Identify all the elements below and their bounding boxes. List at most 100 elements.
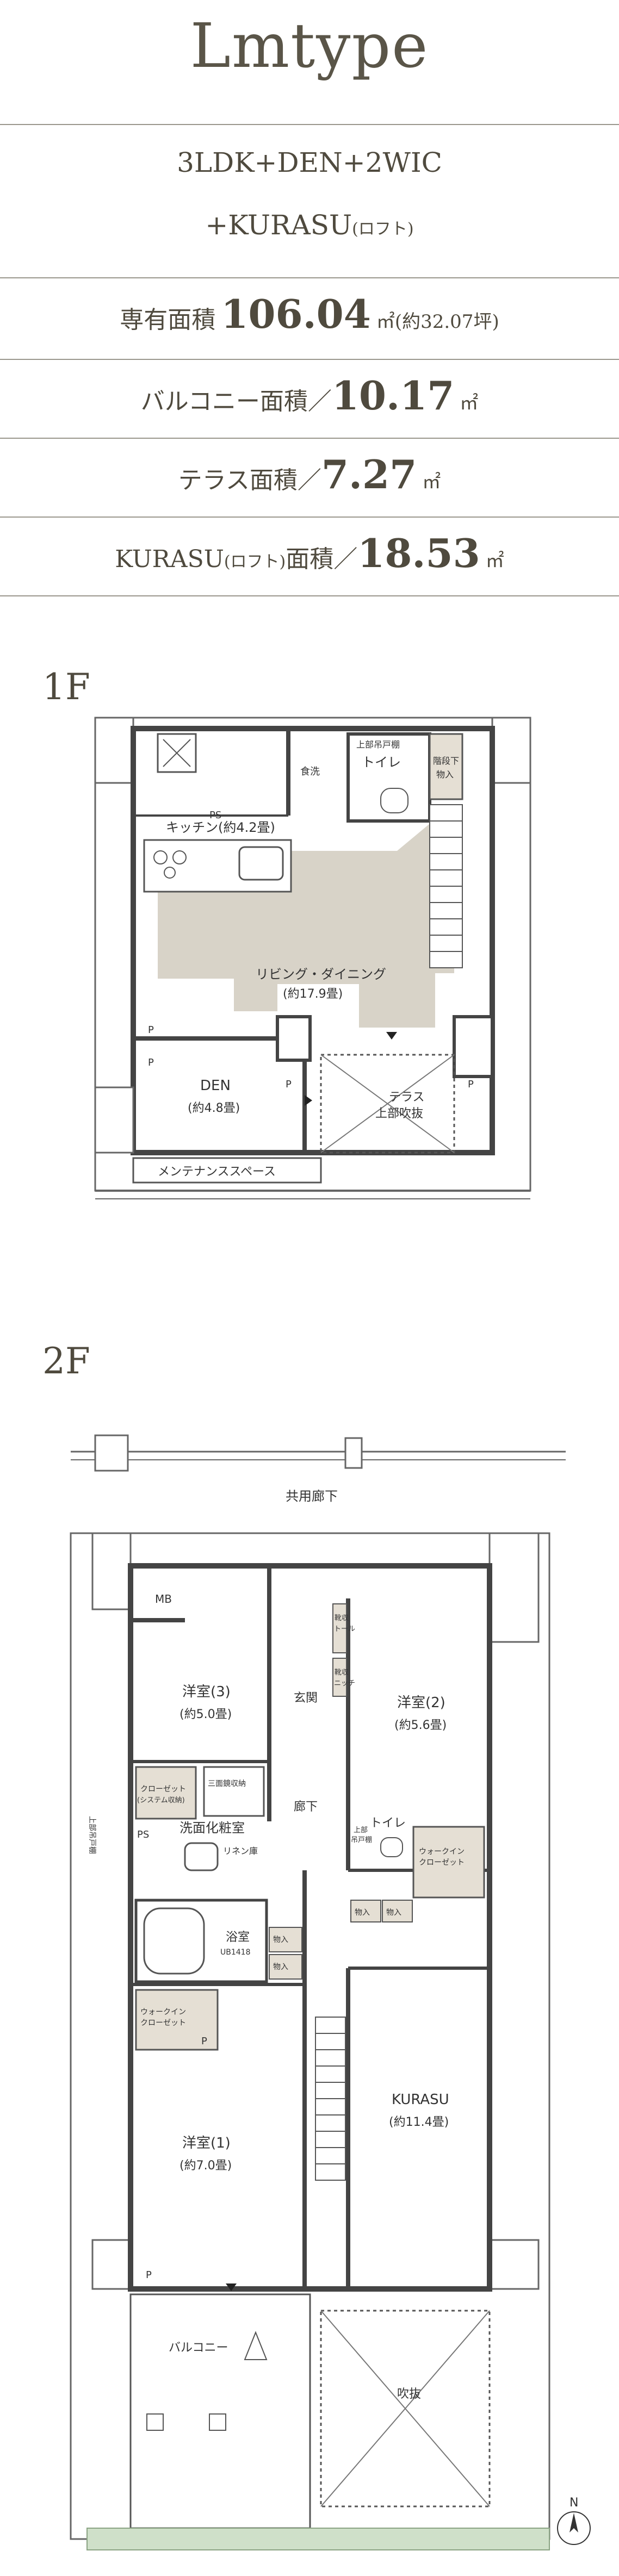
wic-1-label: ウォークイン	[140, 2008, 186, 2017]
shoe-storage-niche-label: ニッチ	[334, 1679, 355, 1688]
kurasu-area-value: 18.53	[357, 530, 480, 576]
wic-closet-label: クローゼット	[419, 1858, 465, 1867]
terrace-area-value: 7.27	[321, 451, 417, 497]
shoe-storage-tall	[332, 1603, 347, 1653]
balcony-drain	[209, 2413, 226, 2431]
p-label: P	[146, 2269, 152, 2281]
divider	[0, 517, 619, 518]
layout-type-kurasu: +KURASU	[205, 209, 352, 241]
column	[91, 2239, 132, 2290]
column	[491, 717, 531, 784]
toilet-label: トイレ	[362, 755, 401, 770]
balcony-area	[129, 2293, 311, 2529]
common-corridor-label: 共用廊下	[286, 1489, 338, 1504]
shelf-side-label: 上部吊戸棚	[88, 1816, 96, 1854]
storage	[382, 1900, 413, 1922]
exclusive-area-value: 106.04	[221, 291, 371, 337]
linen-label: リネン庫	[223, 1846, 258, 1856]
north-label: N	[570, 2496, 578, 2510]
living-dining-floor	[158, 824, 454, 1028]
washroom-label: 洗面化粧室	[179, 1820, 245, 1835]
western-room-2-size: (約5.6畳)	[394, 1719, 447, 1732]
layout-type-line1: 3LDK+DEN+2WIC	[177, 147, 442, 178]
exclusive-area-unit: ㎡	[376, 311, 395, 333]
bath-size-label: UB1418	[220, 1948, 250, 1957]
p-label: P	[148, 1057, 154, 1068]
balcony-area-value: 10.17	[331, 372, 455, 419]
exclusive-area-tsubo: (約32.07坪)	[394, 311, 499, 333]
floor-1-plan: キッチン(約4.2畳) PS 食洗 上部吊戸棚 トイレ 階段下 物入 リビング・…	[94, 717, 531, 1199]
p-label: P	[201, 2036, 207, 2047]
p-label: P	[286, 1079, 292, 1090]
toilet-fixture	[380, 788, 408, 813]
toilet-shelf-label-b: 吊戸棚	[351, 1836, 372, 1844]
terrace-area-unit: ㎡	[422, 471, 441, 493]
mirror-storage-label: 三面鏡収納	[208, 1779, 246, 1788]
kurasu-area-unit: ㎡	[485, 550, 504, 572]
shoe-storage-niche	[332, 1658, 347, 1697]
corridor-column	[344, 1437, 363, 1469]
terrace-label: テラス	[389, 1091, 425, 1104]
storage-label: 物入	[386, 1908, 401, 1917]
floor-2-inner-wall	[128, 1563, 492, 2292]
western-room-3-size: (約5.0畳)	[179, 1708, 232, 1721]
divider	[0, 595, 619, 596]
column	[453, 1015, 494, 1078]
balcony-drain	[146, 2413, 164, 2431]
floor-1-label: 1F	[42, 666, 90, 708]
column	[488, 2239, 540, 2290]
bath-label: 浴室	[226, 1931, 250, 1944]
kurasu-label: KURASU	[392, 2092, 449, 2108]
terrace-area	[320, 1054, 455, 1154]
void-label: 吹抜	[397, 2387, 421, 2401]
window-arrow	[226, 2283, 237, 2291]
kurasu-area-label: KURASU	[115, 545, 224, 573]
kitchen-sink	[238, 846, 284, 881]
entrance-label: 玄関	[294, 1691, 318, 1705]
dishwasher-label: 食洗	[300, 766, 320, 777]
storage	[350, 1900, 381, 1922]
storage	[269, 1954, 302, 1980]
staircase	[429, 804, 463, 968]
divider	[0, 124, 619, 125]
western-room-3-label: 洋室(3)	[182, 1684, 231, 1700]
balcony-green-strip	[86, 2528, 550, 2550]
closet-label: クローゼット	[140, 1785, 186, 1794]
north-compass-icon	[557, 2511, 591, 2545]
balcony-outdoor-unit	[244, 2331, 268, 2360]
north-arrow-icon	[570, 2513, 578, 2533]
stove-burner	[153, 850, 168, 864]
walk-in-closet-1	[135, 1989, 219, 2051]
western-room-1-label: 洋室(1)	[182, 2135, 231, 2151]
exclusive-area-label: 専有面積	[120, 306, 216, 334]
terrace-void-mark	[320, 1054, 455, 1153]
wic-1-closet-label: クローゼット	[140, 2019, 186, 2027]
shoe-storage-label: 靴収	[335, 1669, 349, 1677]
mb-label: MB	[155, 1592, 172, 1606]
toilet-label: トイレ	[370, 1816, 406, 1830]
hallway-label: 廊下	[294, 1800, 318, 1814]
refrigerator-mark	[163, 739, 191, 767]
corridor-column	[94, 1434, 129, 1472]
staircase	[315, 2017, 346, 2181]
shoe-storage-tall-label: トール	[334, 1625, 355, 1633]
p-label: P	[468, 1079, 474, 1090]
floor-2-label: 2F	[42, 1340, 90, 1382]
storage-label: 物入	[273, 1936, 288, 1944]
column	[91, 1532, 132, 1610]
wic-label: ウォークイン	[419, 1847, 465, 1856]
balcony-area-unit: ㎡	[460, 393, 479, 414]
balcony-label: バルコニー	[169, 2341, 228, 2355]
divider	[0, 438, 619, 439]
void-mark	[320, 2310, 490, 2507]
storage	[269, 1927, 302, 1952]
ps-label: PS	[137, 1829, 149, 1840]
wash-basin	[184, 1842, 219, 1871]
kitchen-label: キッチン(約4.2畳)	[166, 820, 275, 835]
living-dining-size: (約17.9畳)	[283, 987, 343, 1001]
stair-under-label: 階段下	[433, 756, 459, 766]
